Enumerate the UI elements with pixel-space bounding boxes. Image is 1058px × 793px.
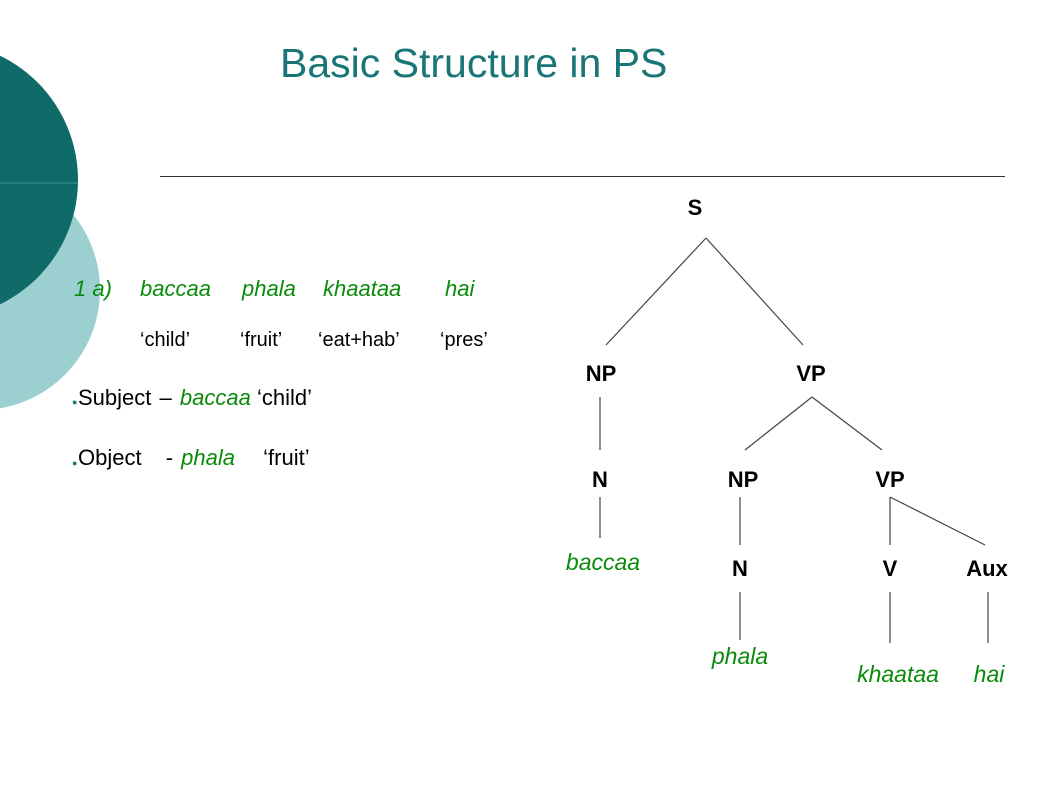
bullet-object: Object - phala ‘fruit’ (78, 447, 310, 469)
node-vp: VP (796, 361, 826, 386)
edge-vp-np (744, 396, 813, 451)
bullet-object-word: phala (181, 445, 236, 470)
node-n: N (592, 467, 608, 492)
gloss-2: ‘fruit’ (240, 329, 283, 351)
example-number: 1 a) (74, 276, 112, 301)
dark-circle (0, 55, 78, 305)
example-word-3: khaataa (323, 276, 402, 301)
bullet-marker-2: ● (72, 458, 78, 468)
bullet-subject-gloss: ‘child’ (256, 385, 312, 410)
bullet-object-gloss: ‘fruit’ (263, 445, 310, 470)
decorative-circles (0, 55, 100, 409)
example-word-4: hai (445, 276, 475, 301)
gloss-1: ‘child’ (140, 329, 191, 351)
bullet-subject-label: Subject (78, 385, 152, 410)
leaf-baccaa: baccaa (565, 549, 641, 575)
node-s: S (687, 195, 703, 220)
leaf-hai: hai (973, 661, 1005, 687)
edge-s-np (605, 237, 707, 346)
edge-s-vp (705, 237, 804, 346)
leaf-phala: phala (711, 643, 769, 669)
bullet-marker-1: ● (72, 397, 78, 407)
gloss-3: ‘eat+hab’ (318, 329, 400, 351)
slide-title: Basic Structure in PS (280, 40, 668, 86)
node-n-object: N (732, 556, 748, 581)
gloss-4: ‘pres’ (440, 329, 488, 351)
bullet-subject-separator: – (159, 385, 172, 410)
title-divider (160, 176, 1005, 177)
node-vp-inner: VP (875, 467, 905, 492)
leaf-khaataa: khaataa (857, 661, 939, 687)
node-np-object: NP (727, 467, 759, 492)
edge-vp-vp (811, 396, 883, 451)
node-v: V (882, 556, 898, 581)
bullet-subject-word: baccaa (179, 385, 251, 410)
bullet-subject: Subject – baccaa ‘child’ (78, 387, 312, 409)
example-word-1: baccaa (140, 276, 211, 301)
node-np: NP (585, 361, 617, 386)
bullet-object-separator: - (165, 445, 174, 470)
example-word-2: phala (242, 276, 296, 301)
bullet-object-label: Object (78, 445, 142, 470)
node-aux: Aux (966, 556, 1008, 581)
edge-vp-aux (889, 496, 986, 546)
